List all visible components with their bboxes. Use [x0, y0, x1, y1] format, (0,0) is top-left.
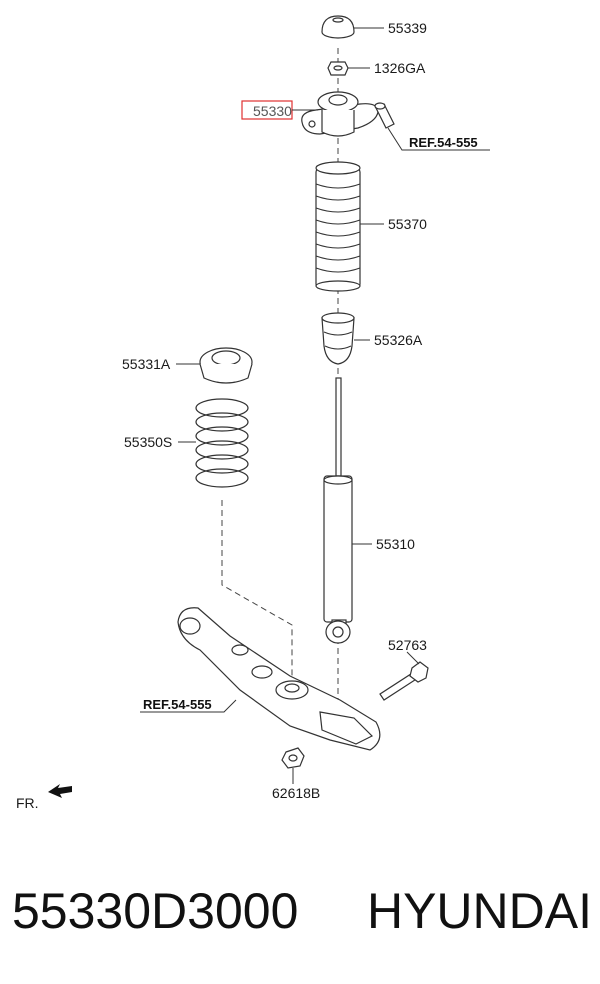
- label-55330: 55330: [253, 103, 292, 119]
- spring-axis: [221, 500, 293, 690]
- front-arrow-icon: [48, 784, 72, 798]
- lower-control-arm: [177, 607, 381, 751]
- label-55310: 55310: [376, 536, 415, 552]
- label-55326A: 55326A: [374, 332, 423, 348]
- leader-ref-top: [387, 127, 490, 151]
- shock-absorber-55310: [323, 377, 353, 644]
- nut-1326GA: [327, 61, 349, 76]
- caption-part-number: 55330D3000: [12, 883, 299, 939]
- label-52763: 52763: [388, 637, 427, 653]
- ref-label-top: REF.54-555: [409, 135, 478, 150]
- label-55370: 55370: [388, 216, 427, 232]
- label-1326GA: 1326GA: [374, 60, 426, 76]
- ref-label-arm: REF.54-555: [143, 697, 212, 712]
- dust-cap-55339: [321, 15, 355, 39]
- mount-bolt: [374, 102, 395, 129]
- bump-stopper-55326A: [321, 312, 355, 365]
- caption-brand: HYUNDAI: [366, 883, 592, 939]
- leader-52763: [406, 651, 420, 665]
- coil-spring-55350S: [195, 398, 249, 488]
- label-55339: 55339: [388, 20, 427, 36]
- label-62618B: 62618B: [272, 785, 320, 801]
- strut-mount-55330: [301, 91, 379, 137]
- spring-pad-55331A: [199, 347, 253, 384]
- rear-suspension-exploded-diagram: 55339 1326GA 55330 REF.54-555: [16, 15, 490, 811]
- front-label: FR.: [16, 795, 39, 811]
- leader-ref-arm: [140, 699, 237, 713]
- dust-boot-55370: [315, 161, 361, 292]
- nut-62618B: [281, 747, 305, 769]
- label-55350S: 55350S: [124, 434, 172, 450]
- caption: 55330D3000 HYUNDAI: [12, 876, 592, 946]
- label-55331A: 55331A: [122, 356, 171, 372]
- bolt-52763: [379, 661, 429, 701]
